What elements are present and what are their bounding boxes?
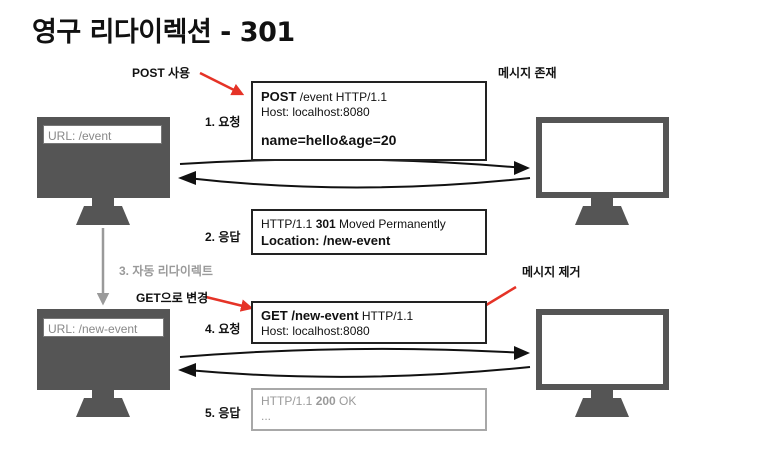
request-1-box: POST /event HTTP/1.1 Host: localhost:808… [251, 81, 487, 161]
response-2-version: HTTP/1.1 [261, 394, 316, 408]
request-2-version: HTTP/1.1 [358, 309, 414, 323]
response-2-box: HTTP/1.1 200 OK ... [251, 388, 487, 431]
message-exists-note: 메시지 존재 [498, 66, 557, 80]
step-1-label: 1. 요청 [205, 115, 241, 129]
request-1-line: POST /event HTTP/1.1 [261, 89, 477, 104]
response-1-reason: Moved Permanently [335, 217, 446, 231]
request-1-method: POST [261, 89, 297, 104]
response-2-ellipsis: ... [261, 409, 272, 423]
step-4-label: 4. 요청 [205, 322, 241, 336]
response-1-version: HTTP/1.1 [261, 217, 316, 231]
get-change-note: GET으로 변경 [136, 291, 209, 305]
step-2-label: 2. 응답 [205, 230, 241, 244]
request-2-host: Host: localhost:8080 [261, 324, 370, 338]
server-monitor-top [536, 117, 669, 225]
server-monitor-bottom [536, 309, 669, 417]
response-2-status: 200 [315, 394, 336, 408]
response-1-status-line: HTTP/1.1 301 Moved Permanently [261, 217, 477, 231]
top-exchange-arrows [178, 158, 531, 189]
request-1-path: /event HTTP/1.1 [296, 90, 388, 104]
step-5-label: 5. 응답 [205, 406, 241, 420]
request-2-method-path: GET /new-event [261, 308, 359, 323]
request-1-body: name=hello&age=20 [261, 132, 397, 148]
url-bar-bottom: URL: /new-event [43, 318, 164, 337]
response-1-box: HTTP/1.1 301 Moved Permanently Location:… [251, 209, 487, 255]
message-removed-note: 메시지 제거 [522, 265, 581, 279]
request-2-line: GET /new-event HTTP/1.1 [261, 308, 477, 323]
response-1-location: Location: /new-event [261, 233, 391, 248]
get-change-arrow [205, 295, 254, 312]
bottom-exchange-arrows [178, 346, 531, 378]
url-bar-top: URL: /event [43, 125, 162, 144]
response-1-status: 301 [315, 217, 336, 231]
request-2-box: GET /new-event HTTP/1.1 Host: localhost:… [251, 301, 487, 344]
response-2-reason: OK [335, 394, 357, 408]
post-use-arrow [199, 71, 245, 96]
page-title: 영구 리다이렉션 - 301 [32, 17, 295, 48]
step-3-label: 3. 자동 리다이렉트 [119, 264, 213, 278]
response-2-status-line: HTTP/1.1 200 OK [261, 394, 477, 408]
post-use-note: POST 사용 [132, 66, 191, 80]
request-1-host: Host: localhost:8080 [261, 105, 370, 119]
